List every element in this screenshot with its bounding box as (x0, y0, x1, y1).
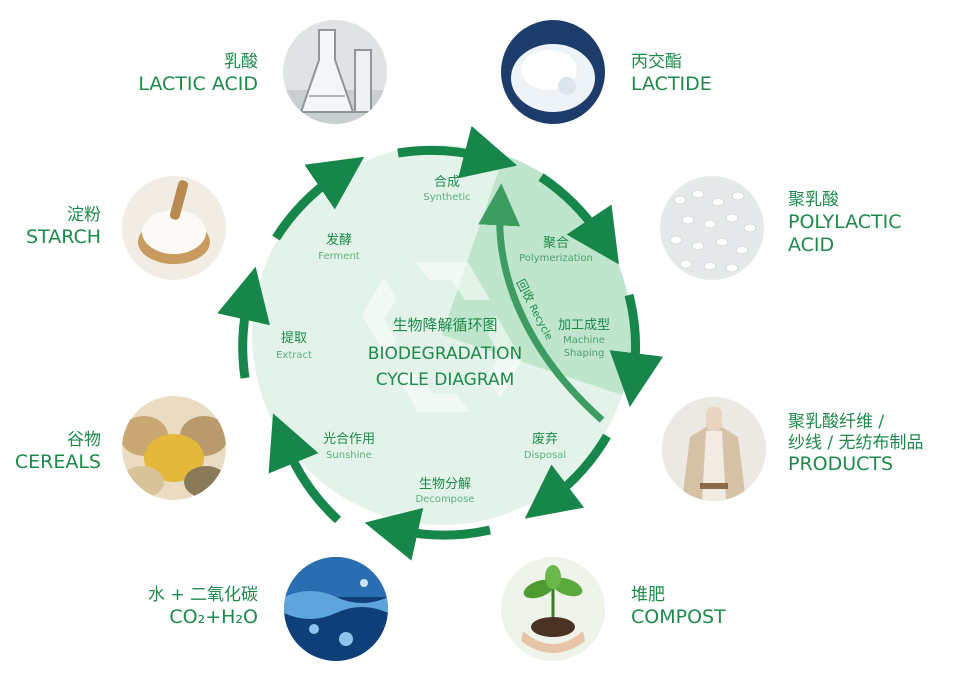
stage-shaping-en2: Shaping (564, 348, 605, 359)
arrow-shaping (609, 293, 664, 407)
label-co2-h2o-cn: 水 + 二氧化碳 (147, 585, 258, 605)
stage-ferment-en: Ferment (318, 251, 360, 262)
label-starch: 淀粉 STARCH (26, 205, 101, 249)
label-products-cn1: 聚乳酸纤维 / (788, 412, 885, 432)
label-lactic-acid: 乳酸 LACTIC ACID (138, 52, 258, 96)
arrow-ferment (272, 156, 365, 241)
arrow-extract (217, 266, 270, 379)
stage-polymerization-cn: 聚合 (543, 236, 569, 251)
label-polylactic-acid-cn: 聚乳酸 (788, 190, 839, 210)
label-compost-en: COMPOST (631, 605, 726, 628)
center-title-cn: 生物降解循环图 (392, 316, 497, 334)
grain-photo (122, 396, 226, 500)
stage-shaping-en: Machine (563, 335, 605, 346)
label-cereals: 谷物 CEREALS (15, 430, 101, 474)
powder-photo (501, 20, 605, 124)
label-products: 聚乳酸纤维 / 纱线 / 无纺布制品 PRODUCTS (788, 412, 924, 477)
stage-synthetic-en: Synthetic (423, 192, 470, 203)
water-photo (284, 557, 388, 661)
label-lactide: 丙交酯 LACTIDE (631, 52, 712, 96)
recycle-icon (362, 262, 522, 412)
stage-decompose-cn: 生物分解 (419, 477, 471, 492)
label-polylactic-acid: 聚乳酸 POLYLACTIC ACID (788, 190, 902, 257)
stage-shaping-cn: 加工成型 (558, 318, 610, 333)
stage-disposal-en: Disposal (524, 450, 566, 461)
cycle-arrows (217, 125, 664, 561)
label-cereals-cn: 谷物 (67, 430, 101, 450)
flask-photo (283, 20, 387, 124)
label-cereals-en: CEREALS (14, 450, 101, 473)
label-starch-cn: 淀粉 (67, 205, 101, 225)
stage-decompose-en: Decompose (415, 494, 474, 505)
label-polylactic-acid-en1: POLYLACTIC (788, 210, 902, 233)
starch-photo (122, 176, 226, 280)
label-products-en: PRODUCTS (788, 453, 894, 476)
arrow-synthetic (397, 125, 518, 179)
label-compost-cn: 堆肥 (631, 585, 665, 605)
label-compost: 堆肥 COMPOST (631, 585, 726, 629)
sweater-photo (662, 397, 766, 501)
label-co2-h2o: 水 + 二氧化碳 CO₂+H₂O (148, 585, 258, 629)
recycle-arrow (478, 183, 605, 423)
stage-extract-en: Extract (276, 350, 312, 361)
label-polylactic-acid-en2: ACID (788, 233, 835, 256)
stage-sunshine-en: Sunshine (326, 450, 372, 461)
pellets-photo (660, 176, 764, 280)
label-lactide-en: LACTIDE (631, 72, 712, 95)
label-products-cn2: 纱线 / 无纺布制品 (788, 432, 924, 453)
arrow-polymerization (538, 173, 619, 265)
label-lactic-acid-en: LACTIC ACID (138, 72, 258, 95)
arrow-sunshine (268, 413, 342, 524)
center-title-en-2: CYCLE DIAGRAM (376, 370, 515, 390)
seedling-photo (501, 557, 605, 661)
label-lactic-acid-cn: 乳酸 (224, 52, 258, 72)
label-lactide-cn: 丙交酯 (631, 52, 682, 72)
stage-sunshine-cn: 光合作用 (323, 432, 375, 447)
arrow-decompose (364, 507, 491, 561)
stage-disposal-cn: 废弃 (532, 431, 558, 447)
center-title-en-1: BIODEGRADATION (368, 344, 522, 364)
arrow-disposal (524, 433, 611, 519)
label-starch-en: STARCH (26, 225, 101, 248)
stage-ferment-cn: 发酵 (326, 232, 352, 248)
stage-extract-cn: 提取 (281, 330, 307, 346)
stage-synthetic-cn: 合成 (434, 175, 460, 190)
stage-polymerization-en: Polymerization (519, 253, 593, 264)
label-co2-h2o-en: CO₂+H₂O (169, 605, 258, 628)
